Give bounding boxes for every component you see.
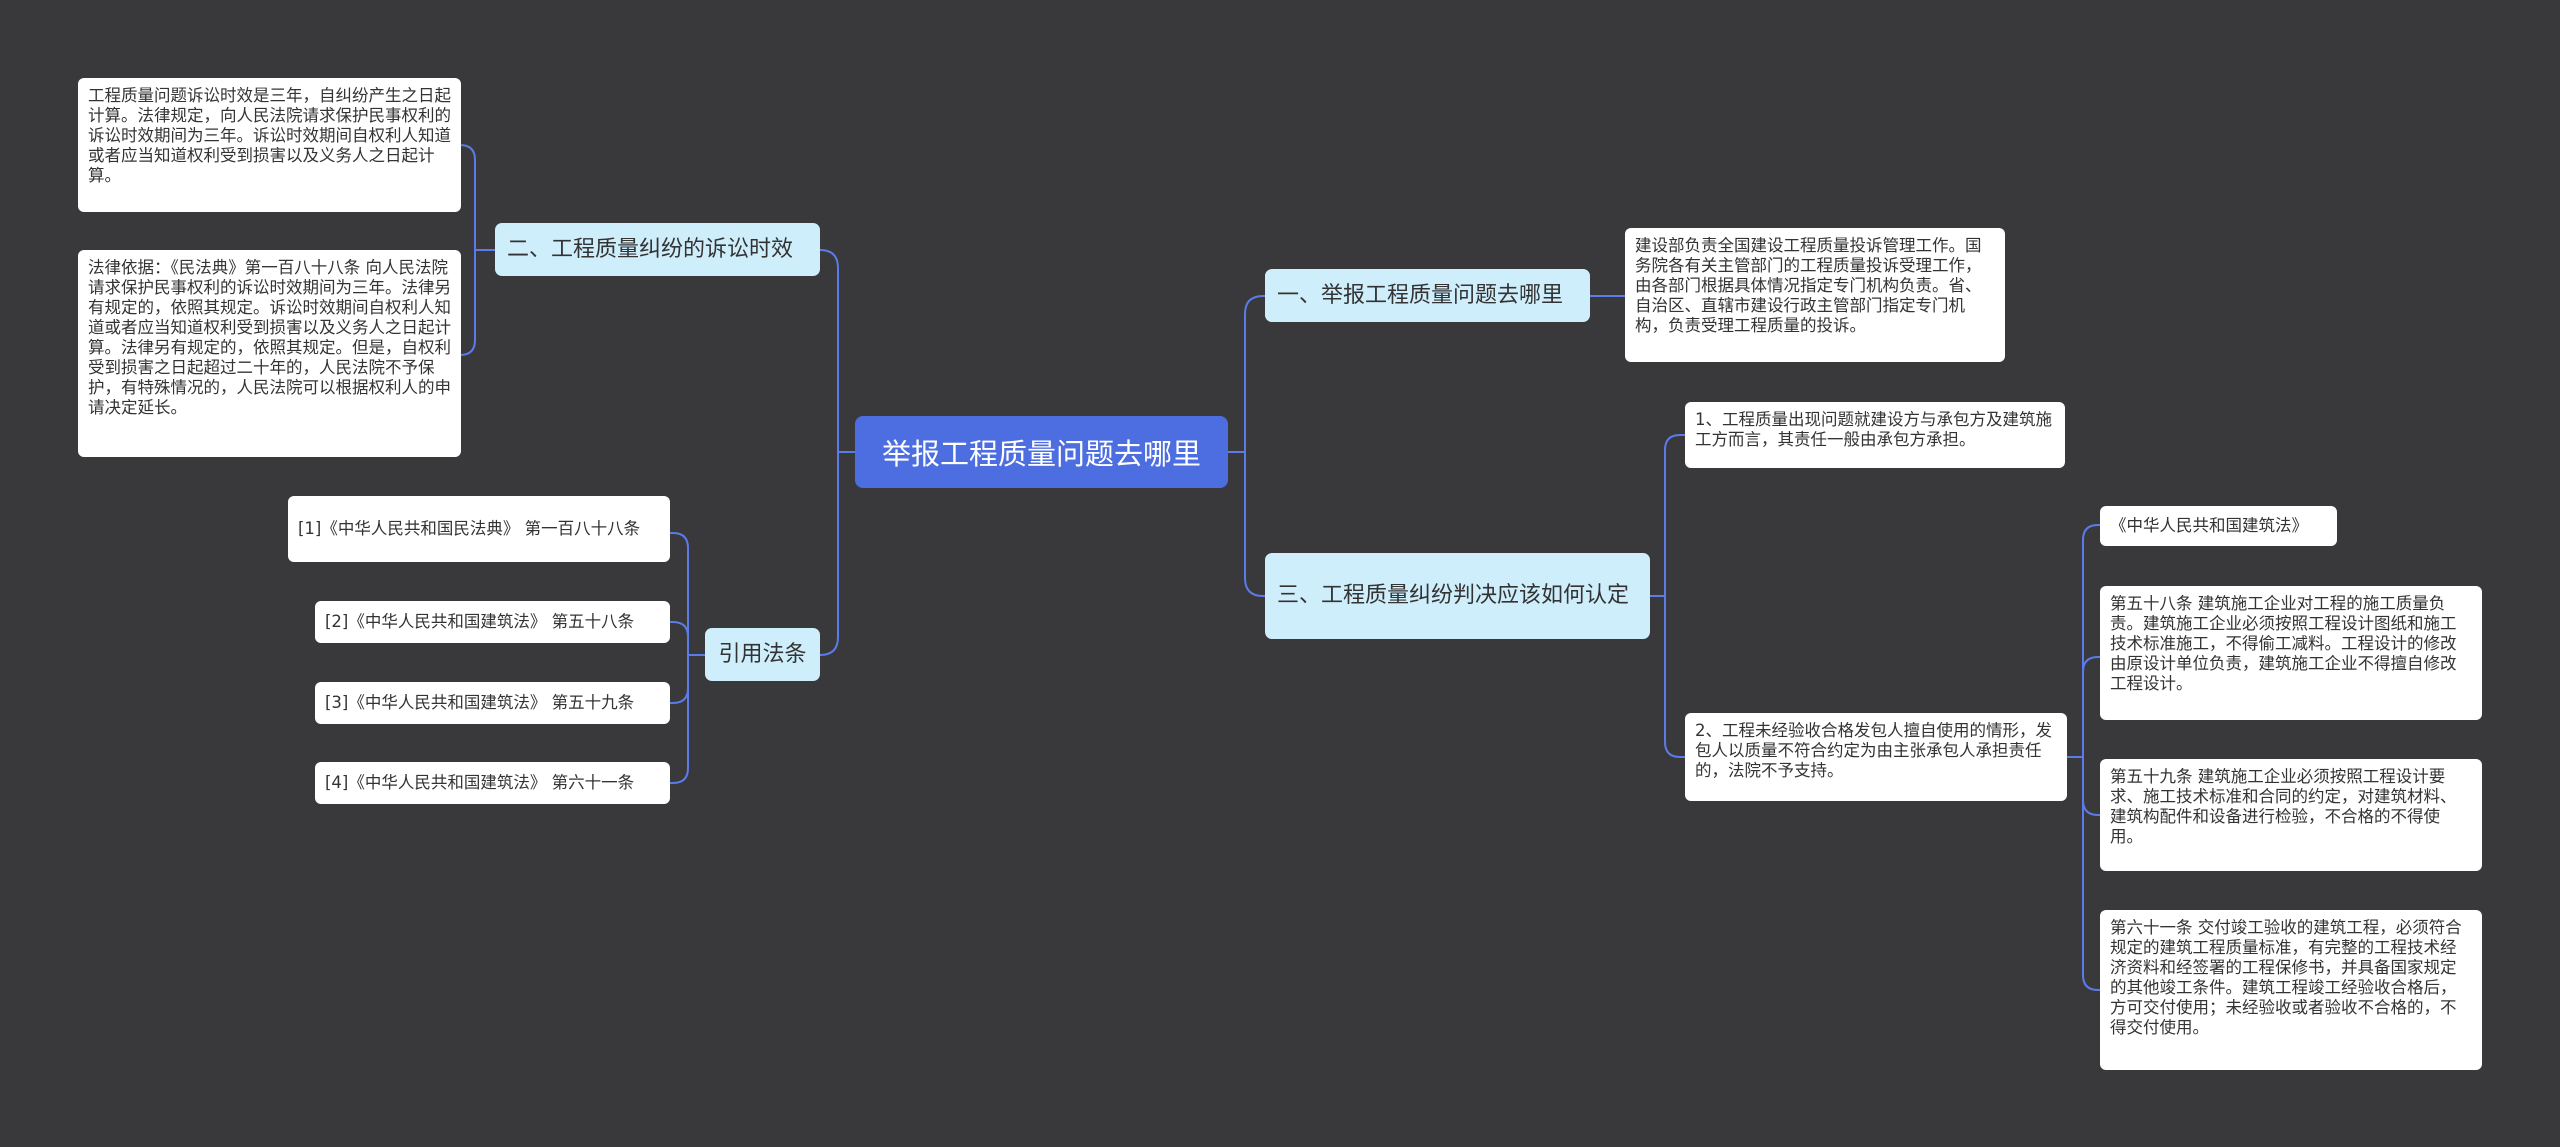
judgment-item[interactable]: 2、工程未经验收合格发包人擅自使用的情形，发包人以质量不符合约定为由主张承包人承… — [1685, 713, 2067, 801]
judgment-item[interactable]: 1、工程质量出现问题就建设方与承包方及建筑施工方而言，其责任一般由承包方承担。 — [1685, 402, 2065, 468]
statute-title[interactable]: 《中华人民共和国建筑法》 — [2100, 506, 2337, 546]
leaf-text: 1、工程质量出现问题就建设方与承包方及建筑施工方而言，其责任一般由承包方承担。 — [1695, 410, 2052, 449]
branch-where-to-report[interactable]: 一、举报工程质量问题去哪里 — [1265, 269, 1590, 322]
leaf-text: 2、工程未经验收合格发包人擅自使用的情形，发包人以质量不符合约定为由主张承包人承… — [1695, 721, 2052, 780]
branch-label: 二、工程质量纠纷的诉讼时效 — [507, 236, 794, 262]
connector-b4-item2 — [670, 621, 689, 655]
citation-text: [4]《中华人民共和国建筑法》 第六十一条 — [325, 773, 635, 792]
branch-label: 引用法条 — [718, 641, 807, 667]
branch-dispute-judgment[interactable]: 三、工程质量纠纷判决应该如何认定 — [1265, 553, 1650, 639]
connector-b4-item4 — [670, 655, 689, 784]
leaf-text: 工程质量问题诉讼时效是三年，自纠纷产生之日起计算。法律规定，向人民法院请求保护民… — [88, 86, 451, 185]
leaf-legal-basis[interactable]: 法律依据：《民法典》第一百八十八条 向人民法院请求保护民事权利的诉讼时效期间为三… — [78, 250, 461, 457]
leaf-reporting-agencies[interactable]: 建设部负责全国建设工程质量投诉管理工作。国务院各有关主管部门的工程质量投诉受理工… — [1625, 228, 2005, 362]
statute-article[interactable]: 第五十九条 建筑施工企业必须按照工程设计要求、施工技术标准和合同的约定，对建筑材… — [2100, 759, 2482, 871]
statute-article[interactable]: 第六十一条 交付竣工验收的建筑工程，必须符合规定的建筑工程质量标准，有完整的工程… — [2100, 910, 2482, 1070]
connector-sub-3 — [2082, 757, 2100, 816]
leaf-text: 第五十九条 建筑施工企业必须按照工程设计要求、施工技术标准和合同的约定，对建筑材… — [2110, 767, 2457, 846]
root-topic-label: 举报工程质量问题去哪里 — [881, 437, 1201, 471]
connector-root-b4 — [819, 452, 839, 656]
leaf-text: 建设部负责全国建设工程质量投诉管理工作。国务院各有关主管部门的工程质量投诉受理工… — [1635, 236, 1982, 335]
citation-text: [1]《中华人民共和国民法典》 第一百八十八条 — [298, 519, 641, 538]
branch-cited-articles[interactable]: 引用法条 — [705, 628, 820, 681]
leaf-text: 第五十八条 建筑施工企业对工程的施工质量负责。建筑施工企业必须按照工程设计图纸和… — [2110, 594, 2457, 693]
connector-sub-2 — [2082, 656, 2100, 757]
connector-root-b3 — [1244, 452, 1265, 597]
branch-label: 三、工程质量纠纷判决应该如何认定 — [1277, 583, 1630, 608]
connector-b3-item2 — [1664, 596, 1685, 758]
branch-statute-of-limitations[interactable]: 二、工程质量纠纷的诉讼时效 — [495, 223, 820, 276]
connector-b4-items — [670, 532, 705, 656]
citation-item[interactable]: [1]《中华人民共和国民法典》 第一百八十八条 — [288, 496, 670, 562]
connector-sub-4 — [2082, 757, 2100, 991]
citation-text: [2]《中华人民共和国建筑法》 第五十八条 — [325, 612, 635, 631]
connector-b4-item3 — [670, 655, 689, 704]
citation-item[interactable]: [3]《中华人民共和国建筑法》 第五十九条 — [315, 682, 670, 724]
branch-label: 一、举报工程质量问题去哪里 — [1277, 282, 1564, 308]
leaf-text: 法律依据：《民法典》第一百八十八条 向人民法院请求保护民事权利的诉讼时效期间为三… — [88, 258, 451, 417]
connector-b3-items — [1650, 434, 1685, 597]
citation-text: [3]《中华人民共和国建筑法》 第五十九条 — [325, 693, 635, 712]
connector-b2-items — [459, 144, 495, 251]
citation-item[interactable]: [4]《中华人民共和国建筑法》 第六十一条 — [315, 762, 670, 804]
connector-root-b1 — [1228, 295, 1265, 453]
leaf-text: 第六十一条 交付竣工验收的建筑工程，必须符合规定的建筑工程质量标准，有完整的工程… — [2110, 918, 2462, 1037]
statute-article[interactable]: 第五十八条 建筑施工企业对工程的施工质量负责。建筑施工企业必须按照工程设计图纸和… — [2100, 586, 2482, 720]
connector-root-b2 — [819, 249, 855, 453]
connector-b2-item2 — [459, 250, 476, 356]
root-topic[interactable]: 举报工程质量问题去哪里 — [855, 416, 1228, 488]
citation-item[interactable]: [2]《中华人民共和国建筑法》 第五十八条 — [315, 601, 670, 643]
connector-sub-items — [2067, 524, 2100, 758]
leaf-text: 《中华人民共和国建筑法》 — [2110, 516, 2308, 535]
leaf-limitation-period[interactable]: 工程质量问题诉讼时效是三年，自纠纷产生之日起计算。法律规定，向人民法院请求保护民… — [78, 78, 461, 212]
